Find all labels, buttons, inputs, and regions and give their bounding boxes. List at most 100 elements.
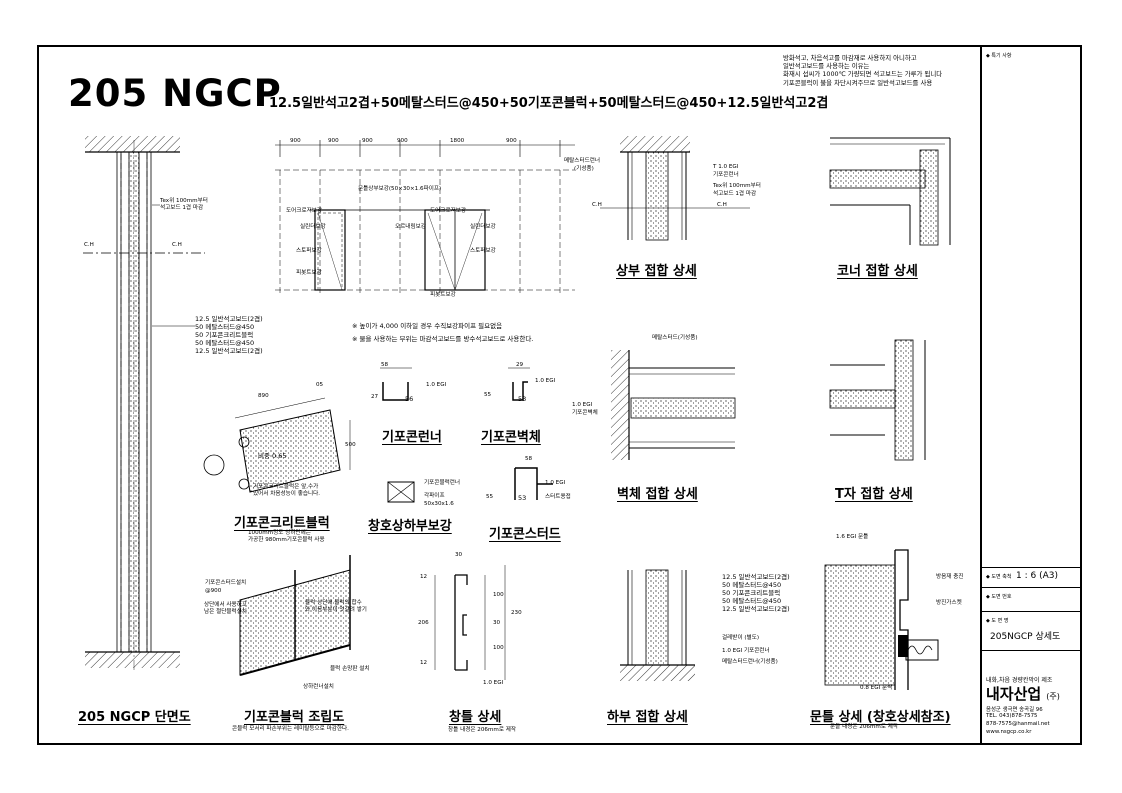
- layer-line: 50 메탈스터드@450: [195, 339, 255, 347]
- tj-runner: 메탈스터드런너: [564, 158, 601, 164]
- layer-line: 12.5 일반석고보드(2겹): [195, 315, 263, 323]
- elevation-drawing: [275, 140, 575, 295]
- ch-left: C.H: [84, 242, 94, 248]
- wj-stud: 메탈스터드(기성품): [652, 335, 698, 341]
- title-block: ◆ 특기 사항 ◆ 도면 축척 1 : 6 (A3) ◆ 도면 번호 ◆ 도 면…: [980, 45, 1082, 745]
- tj-egi2: 기포콘런너: [713, 172, 739, 178]
- block-height: 500: [345, 442, 356, 448]
- runner-inner: 56: [405, 395, 414, 403]
- tb-addr: 음성군 생극면 송곡길 96: [986, 707, 1043, 713]
- fd-30: 30: [493, 620, 501, 626]
- tb-scale-val: 1 : 6 (A3): [1016, 571, 1058, 581]
- tj-runner2: (기성품): [574, 166, 594, 172]
- asm-stud-pitch: @900: [205, 588, 222, 594]
- bottom-joint-drawing: [620, 569, 695, 681]
- wall-inner: 53: [518, 395, 527, 403]
- tb-co-suffix: (주): [1046, 692, 1060, 701]
- wall-side-dim: 55: [484, 392, 492, 398]
- bj-layer: 12.5 일반석고보드(2겹): [722, 573, 790, 581]
- wall-caption: 기포콘벽체: [481, 430, 541, 445]
- section-caption: 205 NGCP 단면도: [78, 710, 191, 725]
- stud-top-dim: 58: [525, 456, 533, 462]
- bj-layer: 50 기포콘크리트블럭: [722, 589, 781, 597]
- dim-4: 1800: [450, 138, 465, 144]
- stud-profile: [514, 467, 553, 500]
- top-joint-drawing: [600, 136, 750, 241]
- block-note-line: 있어서 차음성능이 좋습니다.: [253, 491, 321, 497]
- wj-egi: 1.0 EGI: [572, 402, 593, 408]
- tj-caption: 상부 접합 상세: [616, 264, 697, 279]
- note-line: 방화석고, 차음석고를 마감재로 사용하지 아니하고: [783, 54, 917, 62]
- fd-12b: 12: [420, 660, 428, 666]
- fd-caption: 창틀 상세: [449, 710, 502, 725]
- fd-sub: 창틀 내경은 206mm로 제작: [448, 727, 517, 733]
- tex-line: Tex위 100mm부터: [160, 198, 208, 204]
- block-note-line: 기포콘크리트블럭은 앞,수가: [253, 484, 319, 490]
- asm-stud-note: 기포콘스터드설치: [205, 580, 247, 586]
- tb-co-sub: 내화,차음 경량칸막이 제조: [986, 677, 1053, 684]
- tj-tex: Tex위 100mm부터: [713, 183, 761, 189]
- dim-1: 900: [328, 138, 339, 144]
- dim-2: 900: [362, 138, 373, 144]
- elev-closer-l: 도어크로저보강: [286, 208, 323, 214]
- runner-top-dim: 58: [381, 362, 389, 368]
- fd-100b: 100: [493, 645, 504, 651]
- wall-top-dim: 29: [516, 362, 524, 368]
- door-detail-drawing: [824, 549, 939, 690]
- elev-lock-l: 실린더보강: [300, 224, 326, 230]
- block-note: 기포콘크리트블럭은 앞,수가 있어서 차음성능이 좋습니다.: [253, 484, 320, 498]
- fd-206: 206: [418, 620, 429, 626]
- frame-detail-drawing: [434, 565, 506, 680]
- dim-0: 900: [290, 138, 301, 144]
- elev-gangbang: 오르내림보강: [395, 224, 426, 230]
- bj-layers: 12.5 일반석고보드(2겹) 50 메탈스터드@450 50 기포콘크리트블럭…: [722, 573, 790, 613]
- stud-egi: 1.0 EGI: [545, 480, 566, 486]
- elev-top-reinforce: 문틀상부보강(50×30×1.6파이프): [358, 186, 442, 192]
- bj-runner: 메탈스터드런너(기성품): [722, 659, 778, 665]
- asm-mid-line: 와 이음부분이 엇갈려 쌓기: [305, 607, 367, 613]
- note-line: 화재시 섭씨가 1000℃ 가량되면 석고보드는 가루가 됩니다: [783, 70, 943, 79]
- section-layers: 12.5 일반석고보드(2겹) 50 메탈스터드@450 50 기포콘크리트블럭…: [195, 315, 263, 355]
- frame-top-pipe: 각파이프: [424, 493, 445, 499]
- tb-tel: TEL. 043)878-7575: [986, 713, 1038, 719]
- bj-caption: 하부 접합 상세: [607, 710, 688, 725]
- dd-gasket: 방진가스켓: [936, 600, 962, 606]
- runner-side-dim: 27: [371, 394, 379, 400]
- bj-layer: 50 메탈스터드@450: [722, 581, 782, 589]
- frame-top-drawing: [387, 481, 415, 503]
- dim-3: 900: [397, 138, 408, 144]
- asm-caption: 기포콘블럭 조립도: [244, 710, 345, 725]
- elev-note-2: ※ 물을 사용하는 부위는 마감석고보드를 방수석고보드로 사용한다.: [352, 335, 534, 343]
- block-sub-line: 1000mm정도 상하단에는: [248, 530, 311, 536]
- stud-side-dim: 55: [486, 494, 494, 500]
- layer-line: 12.5 일반석고보드(2겹): [195, 347, 263, 355]
- asm-mid-line: 블럭 상단에 블럭의 합수: [305, 600, 362, 606]
- block-density: 비중 0.65: [258, 452, 287, 460]
- tb-company: 내자산업 (주): [986, 683, 1060, 704]
- frame-top-pipe-size: 50x30x1.6: [424, 501, 454, 507]
- tj-ch-l: C.H: [592, 202, 602, 208]
- block-len: 890: [258, 393, 269, 399]
- spec-line: 12.5일반석고2겹+50메탈스터드@450+50기포콘블럭+50메탈스터드@4…: [269, 96, 829, 111]
- tb-name-val: 205NGCP 상세도: [990, 632, 1061, 642]
- model-title: 205 NGCP: [68, 72, 282, 115]
- stud-caption: 기포콘스터드: [489, 527, 561, 542]
- block-caption: 기포콘크리트블럭: [234, 516, 330, 531]
- tj-ch-r: C.H: [717, 202, 727, 208]
- tb-scale-lbl: ◆ 도면 축척: [986, 574, 1012, 580]
- fd-egi: 1.0 EGI: [483, 680, 504, 686]
- tex-note: Tex위 100mm부터 석고보드 1겹 마감: [160, 198, 208, 212]
- fd-12a: 12: [420, 574, 428, 580]
- elev-pivot-r: 피봇트보강: [430, 292, 456, 298]
- tb-divider: [982, 611, 1082, 612]
- t-joint-drawing: [829, 339, 926, 461]
- block-thick: 05: [316, 382, 324, 388]
- fd-230: 230: [511, 610, 522, 616]
- section-drawing: [83, 136, 205, 670]
- tj-tex2: 석고보드 1겹 마감: [713, 191, 757, 197]
- frame-top-caption: 창호상하부보강: [368, 519, 452, 534]
- elev-pivot-l: 피봇트보강: [296, 270, 322, 276]
- corner-drawing: [829, 137, 951, 246]
- bj-layer: 12.5 일반석고보드(2겹): [722, 605, 790, 613]
- note-line: 일반석고보드를 사용하는 이유는: [783, 62, 870, 71]
